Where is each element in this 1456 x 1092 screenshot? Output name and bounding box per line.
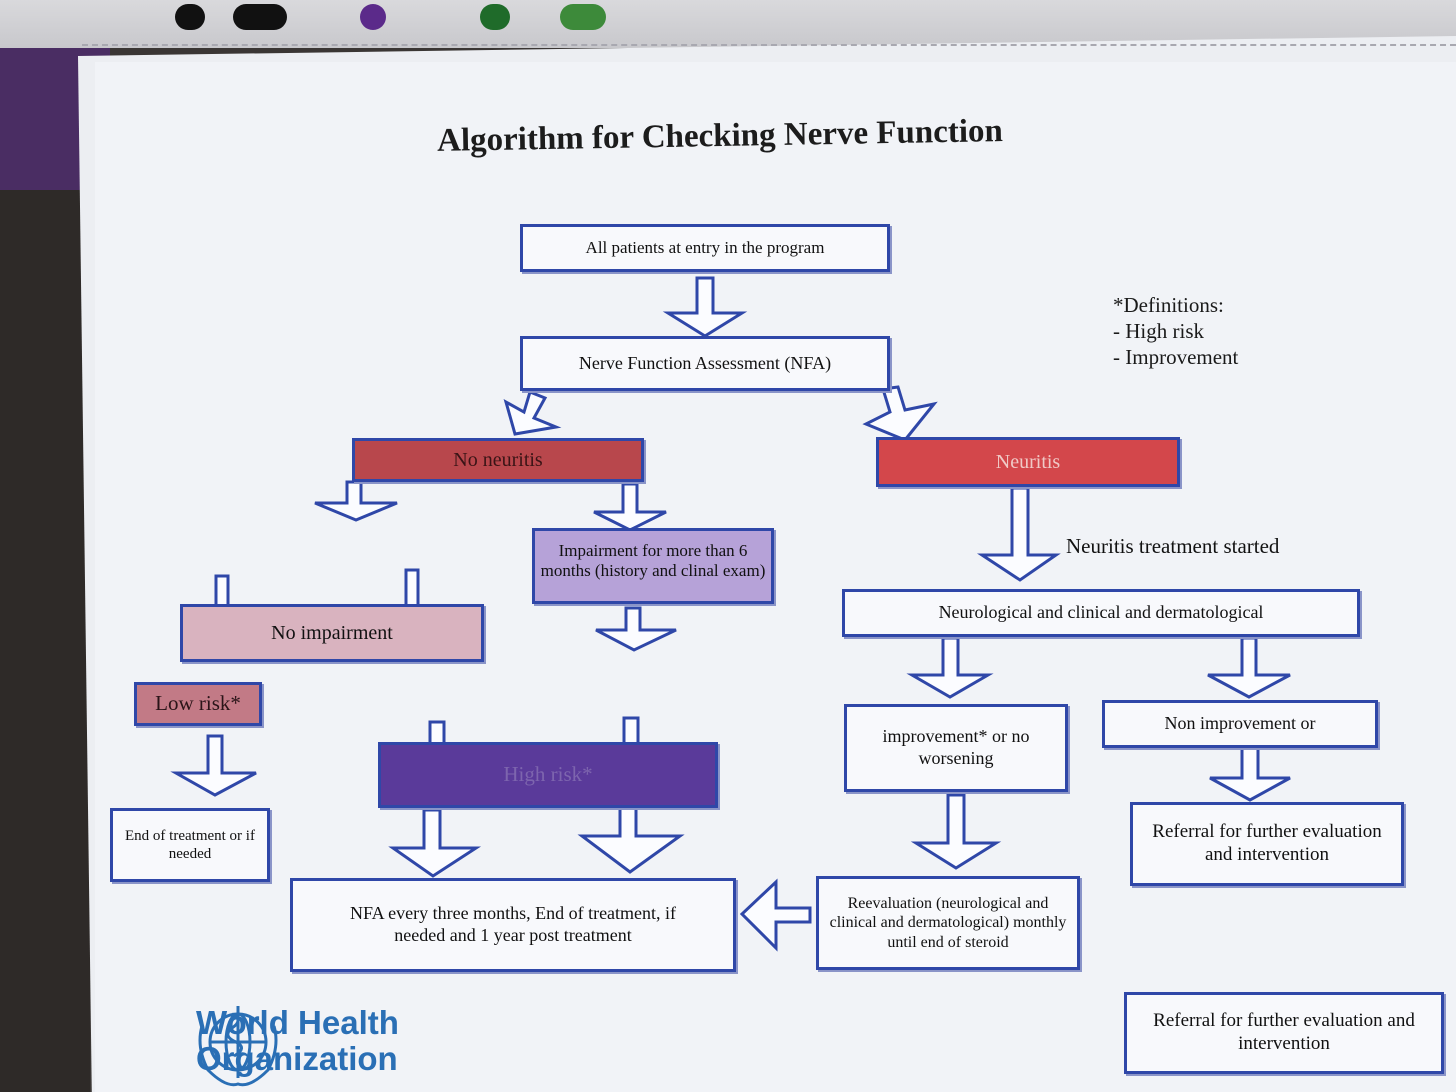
arrow-down	[910, 793, 1002, 870]
who-emblem-icon	[198, 1006, 278, 1087]
label-neuritis-treatment: Neuritis treatment started	[1066, 534, 1280, 558]
node-referral-1: Referral for further evaluation and inte…	[1130, 802, 1404, 886]
binder-hole	[233, 4, 287, 30]
node-end-of-treatment: End of treatment or if needed	[110, 808, 270, 882]
arrow-down	[595, 606, 677, 652]
node-low-risk: Low risk*	[134, 682, 262, 726]
arrow-down	[1209, 746, 1291, 802]
arrow-down	[1207, 636, 1291, 699]
arrow-down-left	[503, 389, 562, 436]
node-nfa: Nerve Function Assessment (NFA)	[520, 336, 890, 391]
node-no-neuritis: No neuritis	[352, 438, 644, 482]
binder-hole	[480, 4, 510, 30]
node-reevaluation: Reevaluation (neurological and clinical …	[816, 876, 1080, 970]
node-improvement: improvement* or no worsening	[844, 704, 1068, 792]
definitions: *Definitions: - High risk - Improvement	[1113, 292, 1238, 370]
definition-item: - High risk	[1113, 319, 1204, 343]
arrow-down	[170, 734, 257, 797]
arrow-down-right	[862, 385, 938, 442]
node-entry: All patients at entry in the program	[520, 224, 890, 272]
connector-stub	[622, 716, 640, 746]
node-neuro-clinical-derm: Neurological and clinical and dermatolog…	[842, 589, 1360, 637]
node-non-improvement: Non improvement or	[1102, 700, 1378, 748]
arrow-down	[593, 482, 667, 532]
definition-item: - Improvement	[1113, 345, 1239, 369]
node-high-risk: High risk*	[378, 742, 718, 808]
binder-hole	[560, 4, 606, 30]
arrow-left	[739, 878, 812, 952]
who-logo-line2: Organization	[196, 1040, 398, 1077]
connector-stub	[404, 568, 420, 608]
arrow-down	[976, 486, 1061, 582]
arrow-down	[906, 636, 994, 699]
arrow-down	[388, 808, 482, 878]
binder-hole	[175, 4, 205, 30]
node-referral-2: Referral for further evaluation and inte…	[1124, 992, 1444, 1074]
node-impairment-6m: Impairment for more than 6 months (histo…	[532, 528, 774, 604]
connector-stub	[214, 574, 230, 608]
sleeve-edge	[82, 44, 1456, 60]
who-logo-text: World Health Organization	[196, 1005, 399, 1077]
node-neuritis: Neuritis	[876, 437, 1180, 487]
node-no-impairment: No impairment	[180, 604, 484, 662]
arrow-down	[314, 480, 398, 522]
who-logo-line1: World Health	[196, 1004, 399, 1041]
definitions-heading: *Definitions:	[1113, 293, 1224, 317]
binder-hole	[360, 4, 386, 30]
node-nfa-every-3m: NFA every three months, End of treatment…	[290, 878, 736, 972]
arrow-down	[577, 804, 685, 874]
arrow-down	[662, 276, 748, 338]
